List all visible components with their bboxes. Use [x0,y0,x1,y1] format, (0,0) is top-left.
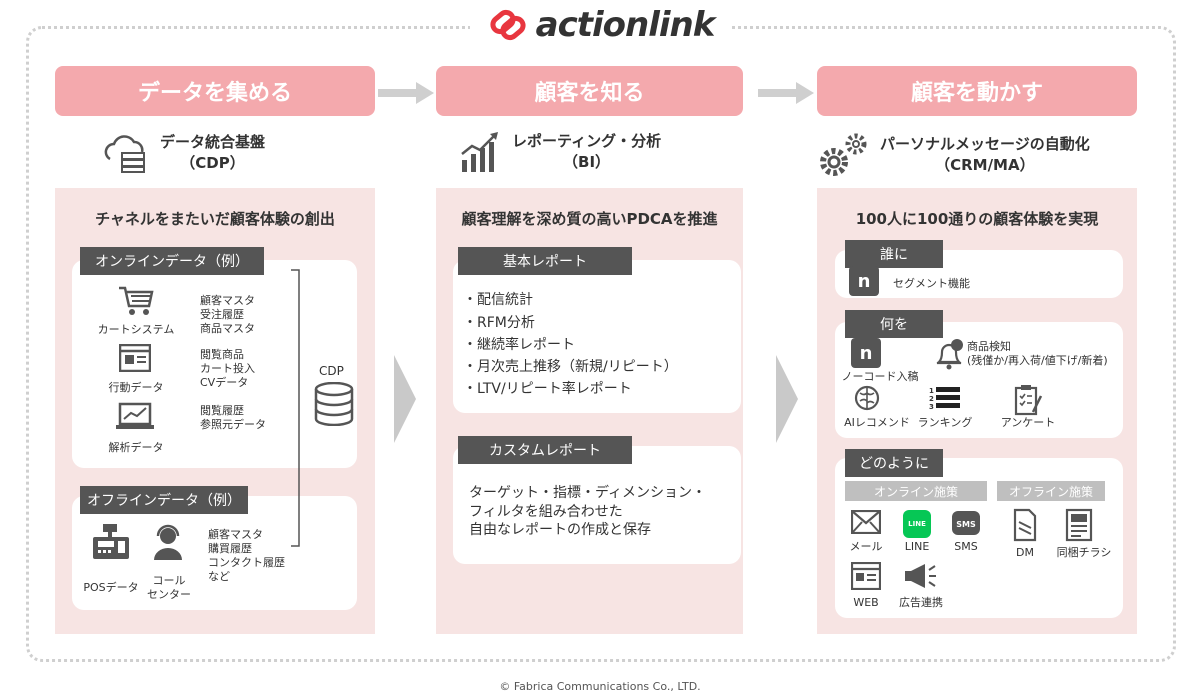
header-know: 顧客を知る [436,66,743,116]
subtitle-crm-line1: パーソナルメッセージの自動化 [880,135,1090,153]
who-tag: 誰に [845,240,943,268]
ai-recommend-label: AIレコメンド [844,416,910,429]
ranking-number: 2 [929,395,934,403]
line-label: LINE [904,540,930,553]
header-move: 顧客を動かす [817,66,1137,116]
what-card [835,322,1123,438]
ranking-label: ランキング [917,416,973,429]
ranking-number: 3 [929,403,934,410]
how-tag: どのように [845,449,943,477]
panel-cdp: チャネルをまたいだ顧客体験の創出 オンラインデータ（例） カートシステム 顧客マ… [55,188,375,634]
subtitle-cdp: データ統合基盤 （CDP） [102,132,265,174]
headset-operator-icon [154,524,182,560]
product-detection-title: 商品検知 [967,340,1011,353]
basic-report-item: ・RFM分析 [463,315,535,331]
offline-details: 顧客マスタ購買履歴コンタクト履歴など [208,528,285,583]
actionlink-logo-icon [490,9,526,41]
analytics-details: 閲覧履歴参照元データ [200,404,266,431]
brand-name: actionlink [535,5,716,45]
behavior-data-label: 行動データ [108,381,164,394]
sms-bubble-icon: SMS [952,511,980,535]
basic-report-item: ・継続率レポート [463,337,575,353]
cart-system-label: カートシステム [97,323,175,336]
custom-report-line: 自由なレポートの作成と保存 [469,522,651,538]
chevron-right-icon [776,355,798,443]
basic-report-tag: 基本レポート [458,247,632,275]
dm-label: DM [1016,546,1034,559]
arrow-right-icon [378,82,434,104]
pos-register-icon [93,524,129,559]
subtitle-cdp-line2: （CDP） [180,154,245,172]
sms-badge-text: SMS [956,520,976,529]
basic-report-item: ・配信統計 [463,292,533,308]
sms-label: SMS [954,540,978,553]
panel-title-cdp: チャネルをまたいだ顧客体験の創出 [95,210,335,228]
offline-measures-tag: オフライン施策 [997,481,1105,501]
ranking-list-icon: 1 2 3 [929,387,960,410]
mail-label: メール [849,540,883,553]
arrow-right-icon [758,82,814,104]
segment-feature-label: セグメント機能 [893,277,970,290]
browser-window-icon [119,344,151,372]
subtitle-crm-line2: （CRM/MA） [935,156,1035,174]
custom-report-card [453,446,741,564]
flyer-icon [1065,508,1093,542]
ad-link-label: 広告連携 [899,596,943,609]
pos-data-label: POSデータ [83,581,139,594]
call-center-label: コールセンター [147,574,191,601]
panel-title-bi: 顧客理解を深め質の高いPDCAを推進 [461,210,718,228]
web-label: WEB [853,596,879,609]
custom-report-line: ターゲット・指標・ディメンション・ [469,485,707,501]
nocode-logo-icon: n [849,266,879,296]
panel-bi: 顧客理解を深め質の高いPDCAを推進 基本レポート ・配信統計 ・RFM分析 ・… [436,188,743,634]
bar-chart-icon [461,132,498,172]
basic-report-item: ・LTV/リピート率レポート [463,381,632,397]
header-collect: データを集める [55,66,375,116]
panel-title-crm: 100人に100通りの顧客体験を実現 [855,210,1099,228]
line-app-icon: LINE [903,510,931,538]
basic-report-item: ・月次売上推移（新規/リピート） [463,359,678,375]
cart-details: 顧客マスタ受注履歴商品マスタ [200,294,255,335]
custom-report-tag: カスタムレポート [458,436,632,464]
subtitle-bi-line1: レポーティング・分析 [512,132,662,150]
subtitle-bi-line2: （BI） [563,153,611,171]
mail-envelope-icon [851,510,881,534]
web-window-icon [851,562,881,590]
subtitle-cdp-line1: データ統合基盤 [160,133,266,151]
survey-clipboard-icon [1014,385,1043,416]
basic-report-card [453,260,741,413]
offline-data-tag: オフラインデータ（例） [80,486,248,514]
brand-logo: actionlink [470,2,732,48]
analytics-laptop-icon [116,402,154,429]
ranking-number: 1 [929,387,934,395]
bell-alert-icon [936,339,963,370]
direct-mail-icon [1013,508,1037,542]
shopping-cart-icon [119,286,154,315]
what-tag: 何を [845,310,943,338]
subtitle-bi: レポーティング・分析 （BI） [458,130,661,174]
cdp-label: CDP [319,364,344,378]
nocode-label: ノーコード入稿 [841,370,919,383]
flyer-label: 同梱チラシ [1056,546,1112,559]
megaphone-icon [905,564,936,588]
product-detection: 商品検知 (残僅か/再入荷/値下げ/新着) [967,340,1108,368]
online-data-tag: オンラインデータ（例） [80,247,264,275]
survey-label: アンケート [1000,416,1056,429]
copyright-text: © Fabrica Communications Co., LTD. [499,680,701,693]
online-measures-tag: オンライン施策 [845,481,987,501]
database-icon [314,382,354,426]
custom-report-line: フィルタを組み合わせた [469,504,623,520]
ai-brain-icon [854,385,880,411]
bracket-line [291,269,300,547]
panel-crm: 100人に100通りの顧客体験を実現 誰に n セグメント機能 何を n ノーコ… [817,188,1137,634]
nocode-logo-icon: n [851,338,881,368]
analytics-data-label: 解析データ [108,441,164,454]
chevron-right-icon [394,355,416,443]
gears-icon [820,133,867,176]
cloud-server-icon [104,135,145,173]
subtitle-crm: パーソナルメッセージの自動化 （CRM/MA） [816,130,1090,180]
product-detection-detail: (残僅か/再入荷/値下げ/新着) [967,354,1108,367]
